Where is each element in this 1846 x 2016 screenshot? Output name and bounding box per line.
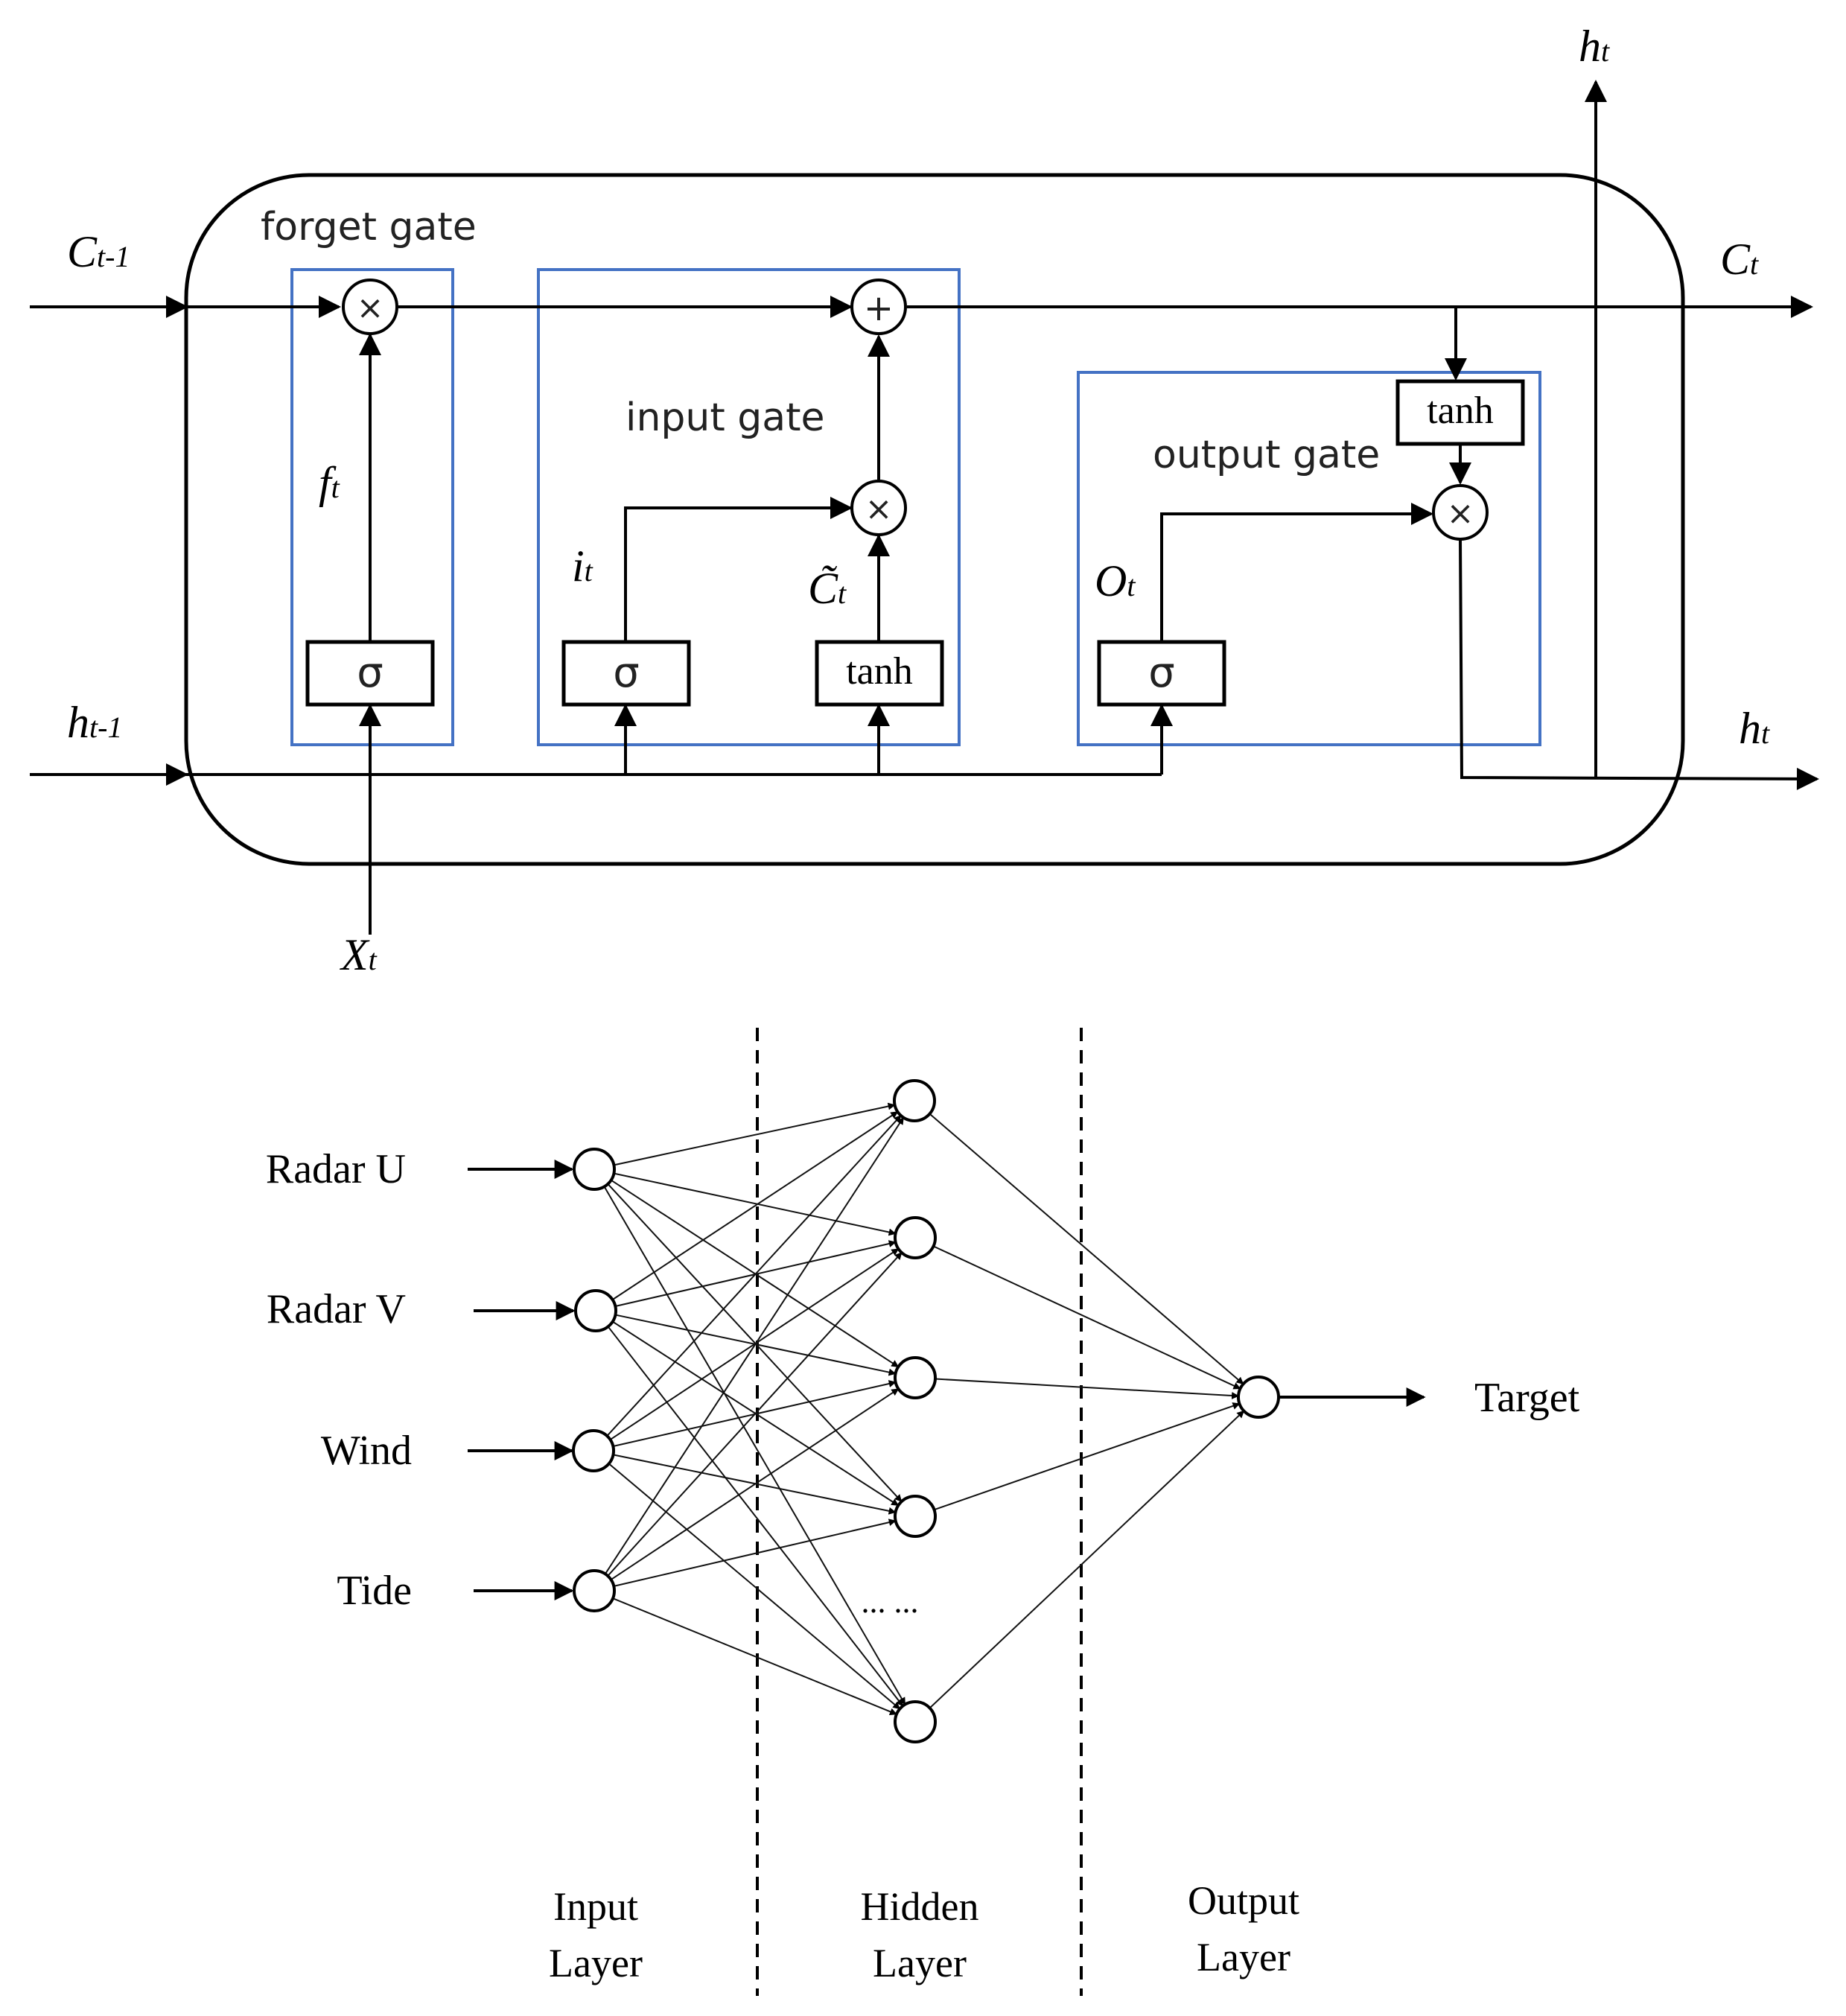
edge-input-1-hidden-1 <box>614 1102 896 1166</box>
c-prev-label: Ct-1 <box>67 227 130 276</box>
lstm-cell-diagram: σ × forget gate σ tanh × + input gate σ … <box>30 22 1819 979</box>
it-arrow <box>624 497 853 640</box>
forget-sigma-label: σ <box>357 649 383 697</box>
it-label: it <box>572 541 593 591</box>
ot-label: Ot <box>1095 556 1136 605</box>
cell-add-node <box>850 279 907 335</box>
forget-multiply-symbol: × <box>357 289 384 327</box>
cell-add-symbol: + <box>864 287 894 329</box>
hidden-node-2 <box>894 1216 937 1259</box>
input-label-radar-v: Radar V <box>267 1286 406 1332</box>
edge-input-4-hidden-4 <box>614 1519 897 1587</box>
edge-input-2-hidden-5 <box>607 1326 904 1707</box>
ft-label: ft <box>319 458 340 507</box>
edge-input-4-hidden-1 <box>604 1116 905 1574</box>
edge-input-3-hidden-5 <box>608 1463 901 1710</box>
hidden-node-5 <box>894 1700 937 1743</box>
input-label-tide: Tide <box>337 1568 412 1614</box>
input-multiply-node <box>850 480 907 536</box>
input-sigma-box <box>561 640 691 707</box>
output-sigma-label: σ <box>1148 649 1175 697</box>
edge-input-2-hidden-1 <box>611 1111 899 1300</box>
edge-hidden-2-output <box>933 1245 1241 1390</box>
edge-input-1-hidden-5 <box>603 1186 906 1705</box>
input-sigma-label: σ <box>613 649 640 697</box>
forget-gate-frame <box>290 268 454 746</box>
network-connections <box>603 1102 1245 1716</box>
input-gate-label: input gate <box>626 395 825 440</box>
input-multiply-symbol: × <box>865 490 893 528</box>
edge-input-3-hidden-1 <box>606 1115 902 1437</box>
target-label: Target <box>1474 1375 1580 1421</box>
edge-hidden-5-output <box>929 1410 1245 1709</box>
forget-gate-label: forget gate <box>261 205 477 249</box>
edge-input-1-hidden-2 <box>614 1172 897 1236</box>
input-tanh-label: tanh <box>846 650 913 693</box>
hidden-node-4 <box>894 1495 937 1538</box>
input-label-radar-u: Radar U <box>266 1146 406 1192</box>
edge-input-4-hidden-5 <box>612 1597 897 1716</box>
cell-boundary <box>184 173 1685 866</box>
input-label-wind: Wind <box>321 1428 412 1474</box>
forget-multiply-node <box>342 279 398 335</box>
output-sigma-box <box>1097 640 1226 707</box>
input-node-2 <box>574 1289 617 1332</box>
hidden-node-3 <box>894 1356 937 1399</box>
h-top-label: ht <box>1579 22 1610 71</box>
input-node-3 <box>572 1429 615 1472</box>
input-node-1 <box>573 1148 616 1191</box>
forget-sigma-box <box>305 640 435 707</box>
hidden-node-1 <box>893 1079 936 1122</box>
edge-input-1-hidden-3 <box>611 1179 900 1368</box>
edge-hidden-4-output <box>934 1402 1241 1511</box>
output-gate-label: output gate <box>1153 433 1380 477</box>
output-tanh-box <box>1395 379 1525 446</box>
h-out-label: ht <box>1739 704 1770 753</box>
ctilde-label: C̃t <box>808 564 847 613</box>
output-node <box>1237 1376 1280 1419</box>
edge-input-3-hidden-2 <box>609 1248 900 1440</box>
output-multiply-symbol: × <box>1447 495 1474 532</box>
edge-input-4-hidden-3 <box>610 1388 900 1580</box>
output-gate-frame <box>1077 371 1541 746</box>
input-node-4 <box>573 1569 616 1612</box>
h-prev-label: ht-1 <box>67 698 122 747</box>
ot-arrow <box>1160 503 1433 640</box>
edge-input-3-hidden-4 <box>613 1454 897 1515</box>
input-tanh-box <box>815 640 944 707</box>
edge-input-4-hidden-2 <box>607 1252 903 1577</box>
hidden-ellipsis: ... ... <box>862 1583 919 1620</box>
edge-hidden-1-output <box>929 1113 1244 1385</box>
edge-input-1-hidden-4 <box>607 1183 903 1502</box>
input-gate-frame <box>537 268 961 746</box>
edge-hidden-3-output <box>935 1378 1240 1399</box>
c-out-label: Ct <box>1720 235 1759 284</box>
ht-out-path <box>1459 538 1819 790</box>
x-input-label: Xt <box>340 930 378 979</box>
output-tanh-label: tanh <box>1427 389 1494 432</box>
neural-network-diagram: Radar U Radar V Wind Tide ... ... Target… <box>266 1028 1580 1996</box>
